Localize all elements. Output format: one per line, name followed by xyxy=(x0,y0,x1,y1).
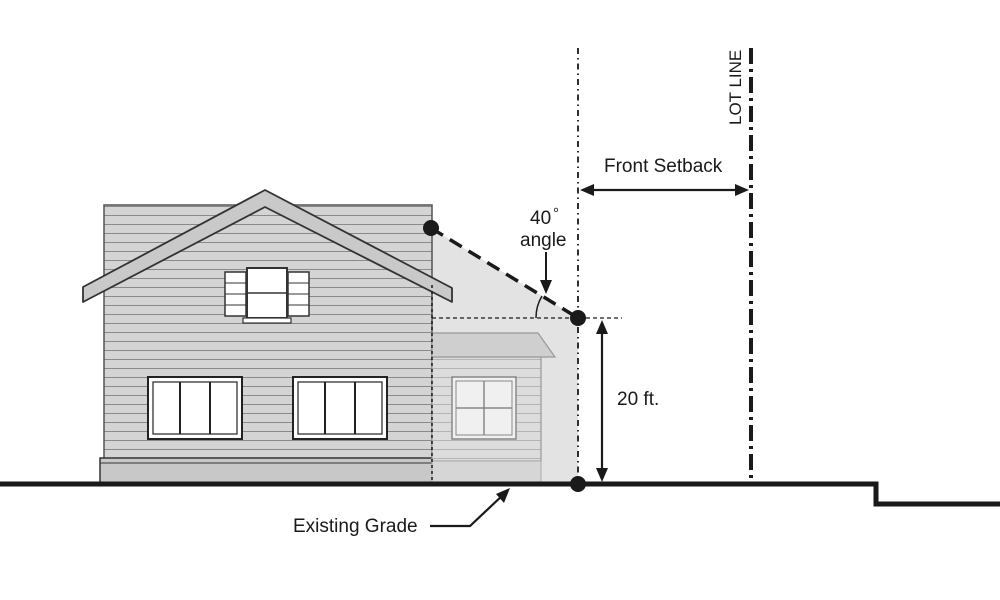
addition-foundation xyxy=(431,460,542,485)
house-foundation xyxy=(99,457,434,485)
height-label: 20 ft. xyxy=(617,389,659,410)
height-arrow-top xyxy=(596,320,608,334)
setback-arrow-right xyxy=(735,184,749,196)
ground-line xyxy=(0,481,1000,507)
height-arrow-bottom xyxy=(596,468,608,482)
angle-line xyxy=(430,226,579,320)
right-window xyxy=(292,376,388,440)
house-roof xyxy=(82,189,453,303)
front-setback-label: Front Setback xyxy=(604,156,723,177)
angle-arc xyxy=(535,295,543,319)
grade-pointer xyxy=(430,488,510,528)
height-dot xyxy=(570,310,586,326)
lot-line-label: LOT LINE xyxy=(726,50,745,125)
angle-pointer xyxy=(540,252,552,294)
angle-degree-label: ° xyxy=(553,205,559,222)
angle-value-label: 40 xyxy=(530,208,551,229)
addition-roof xyxy=(431,332,557,358)
addition-window xyxy=(451,376,517,440)
left-window xyxy=(147,376,243,440)
height-dimension xyxy=(596,320,608,482)
setback-arrow-left xyxy=(580,184,594,196)
existing-grade-label: Existing Grade xyxy=(293,516,418,537)
main-house xyxy=(82,189,453,485)
angle-origin-dot xyxy=(423,220,439,236)
attic-window xyxy=(224,267,310,324)
grade-dot xyxy=(570,476,586,492)
setback-dimension xyxy=(580,184,749,196)
angle-word-label: angle xyxy=(520,230,567,251)
addition xyxy=(431,332,557,485)
